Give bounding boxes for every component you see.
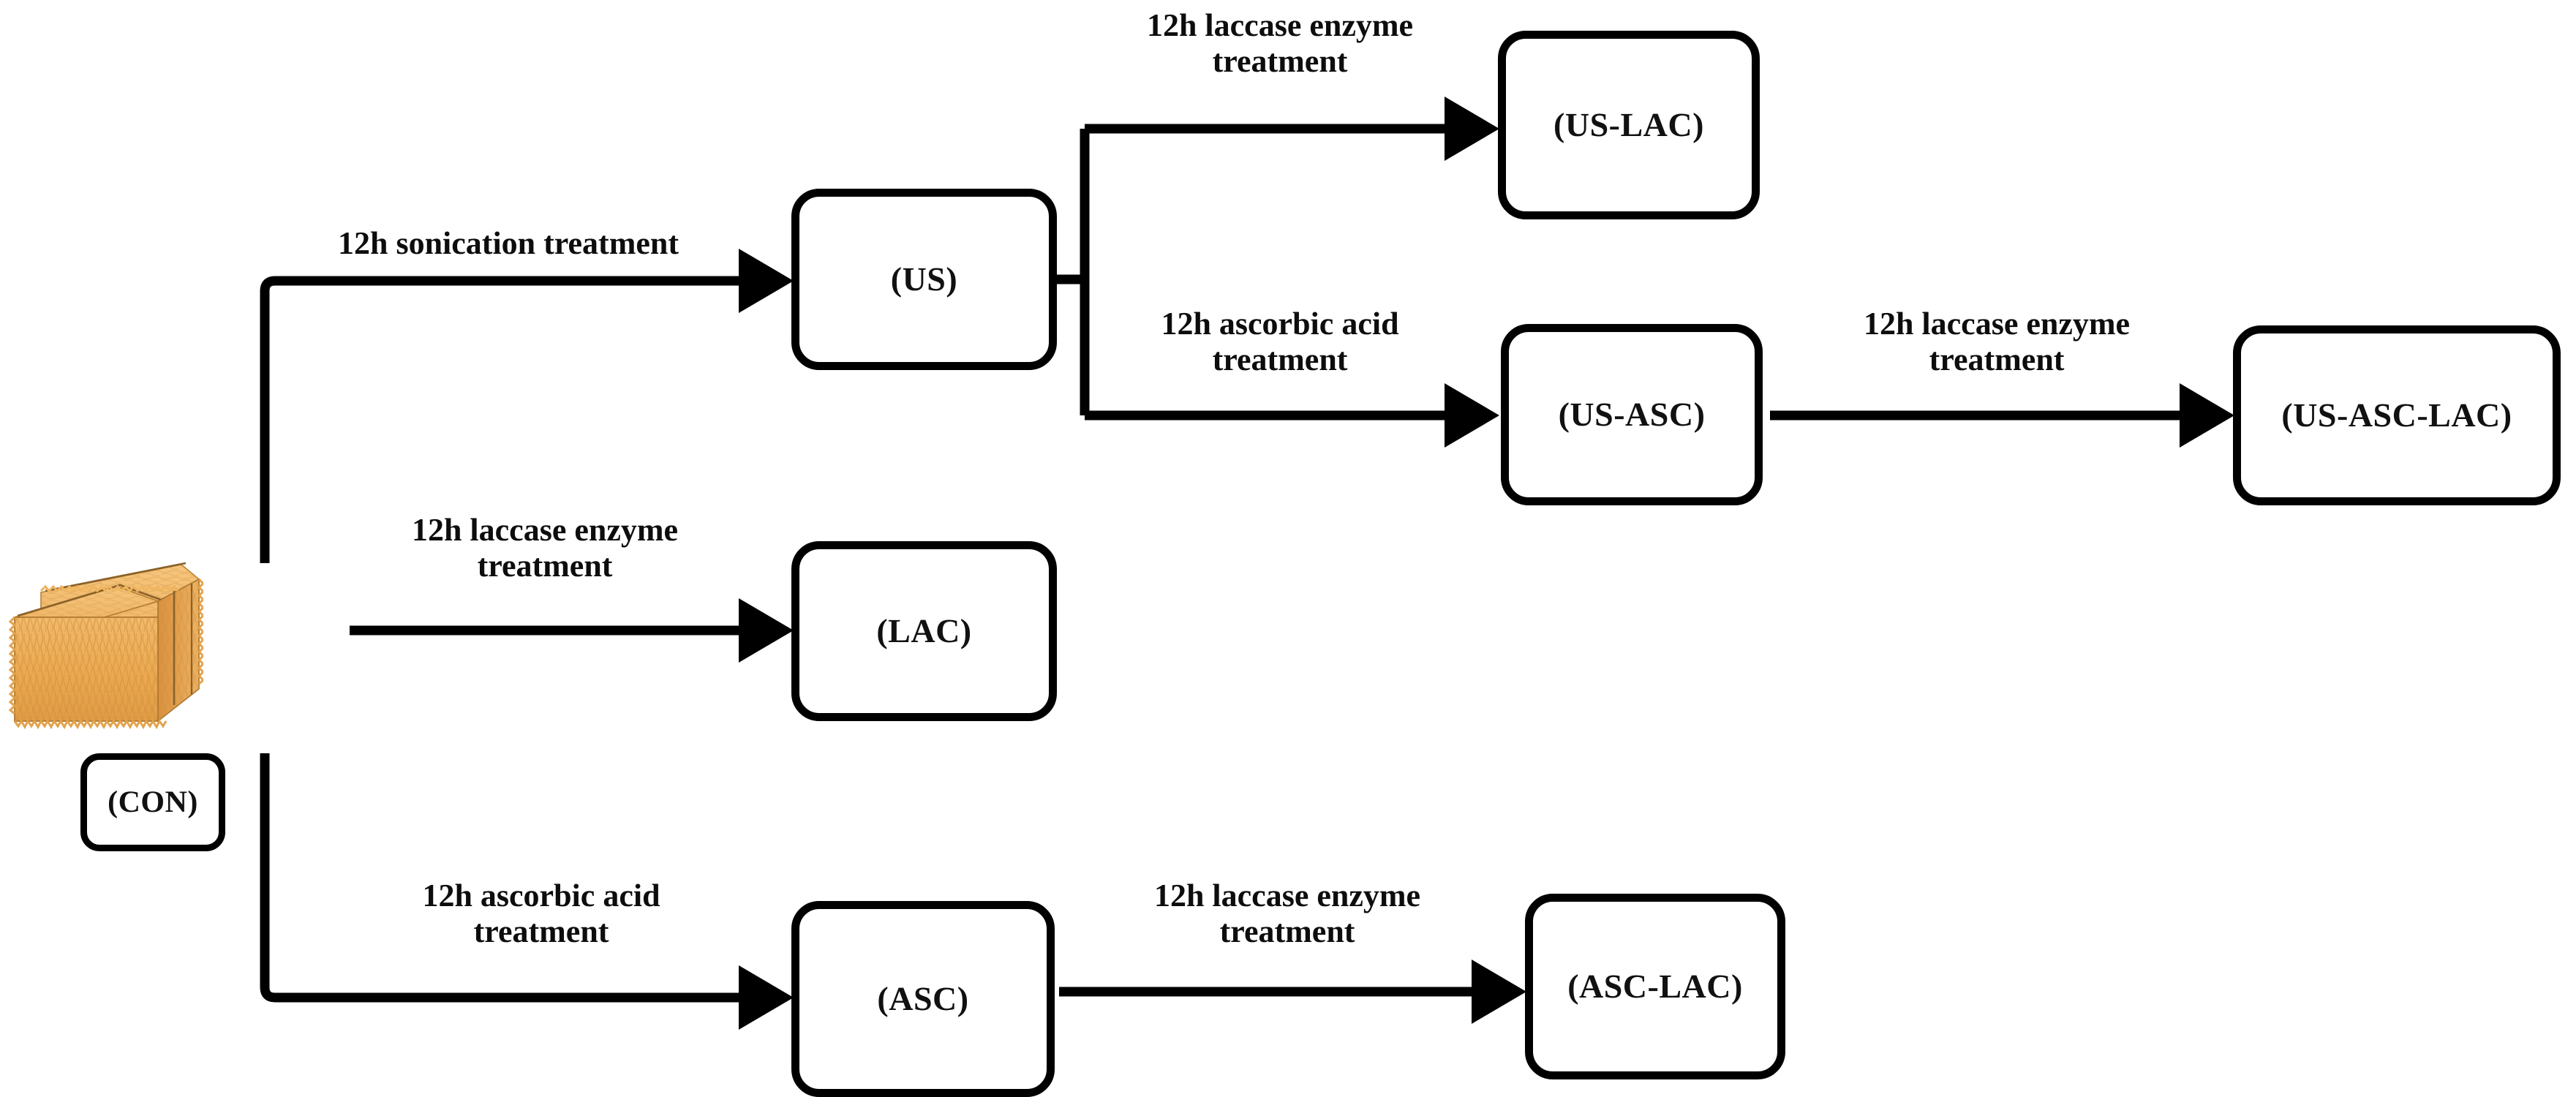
node-asc-label: (ASC) <box>877 980 969 1017</box>
bale-fringe-left <box>8 616 17 715</box>
edge-label-con-asc: 12h ascorbic acid treatment <box>422 878 660 950</box>
arrowhead-us-usasc <box>1445 383 1499 448</box>
edge-label-asc-asclac: 12h laccase enzyme treatment <box>1153 878 1421 950</box>
node-con-label: (CON) <box>108 785 198 819</box>
edge-label-us-usasc: 12h ascorbic acid treatment <box>1161 306 1399 378</box>
node-us-asc[interactable]: (US-ASC) <box>1501 324 1763 505</box>
node-us-lac-label: (US-LAC) <box>1553 106 1704 143</box>
node-us-asc-label: (US-ASC) <box>1558 396 1706 433</box>
node-us-asc-lac-label: (US-ASC-LAC) <box>2281 396 2512 434</box>
arrowhead-con-us <box>739 249 794 313</box>
edge-label-usasc-usasclac: 12h laccase enzyme treatment <box>1863 306 2131 378</box>
node-lac[interactable]: (LAC) <box>791 541 1057 721</box>
node-asc-lac[interactable]: (ASC-LAC) <box>1525 894 1785 1079</box>
node-us-lac[interactable]: (US-LAC) <box>1498 31 1760 219</box>
bale-fringe-bottom <box>13 719 167 730</box>
bale-fringe-topback <box>39 584 179 593</box>
node-lac-label: (LAC) <box>876 612 972 649</box>
trunk-bottom-riser <box>260 753 739 1003</box>
arrowhead-usasc-usasclac <box>2180 383 2234 448</box>
node-us[interactable]: (US) <box>791 189 1057 370</box>
edge-label-con-us: 12h sonication treatment <box>337 225 679 261</box>
arrowhead-con-asc <box>739 965 794 1030</box>
arrowhead-con-lac <box>739 598 794 663</box>
node-us-asc-lac[interactable]: (US-ASC-LAC) <box>2233 325 2561 505</box>
node-con[interactable]: (CON) <box>80 753 225 851</box>
node-us-label: (US) <box>890 260 958 298</box>
arrowhead-asc-asclac <box>1472 960 1526 1024</box>
edge-label-con-lac: 12h laccase enzyme treatment <box>411 512 679 584</box>
hay-bale-icon <box>7 550 206 749</box>
node-asc[interactable]: (ASC) <box>791 901 1055 1097</box>
node-asc-lac-label: (ASC-LAC) <box>1567 968 1743 1005</box>
arrowhead-us-uslac <box>1445 97 1499 161</box>
bale-twine-top <box>17 584 162 617</box>
bale-fringe-right <box>197 578 206 685</box>
edge-label-us-uslac: 12h laccase enzyme treatment <box>1146 7 1414 80</box>
